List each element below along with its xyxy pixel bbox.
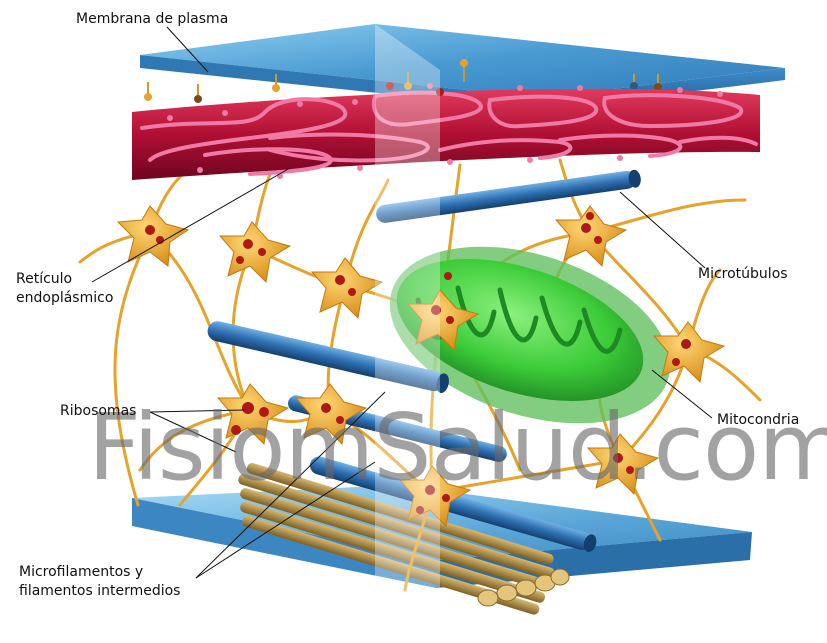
- label-filaments-line2: filamentos intermedios: [19, 582, 180, 600]
- label-er-line1: Retículo: [16, 270, 72, 288]
- label-ribosomes: Ribosomas: [60, 402, 136, 420]
- endoplasmic-reticulum: [132, 83, 760, 180]
- label-plasma-membrane: Membrana de plasma: [76, 10, 228, 28]
- label-microtubules: Microtúbulos: [698, 265, 788, 283]
- label-filaments-line1: Microfilamentos y: [19, 563, 143, 581]
- label-er-line2: endoplásmico: [16, 289, 113, 307]
- glass-pane: [375, 24, 440, 640]
- label-mitochondria: Mitocondria: [717, 411, 799, 429]
